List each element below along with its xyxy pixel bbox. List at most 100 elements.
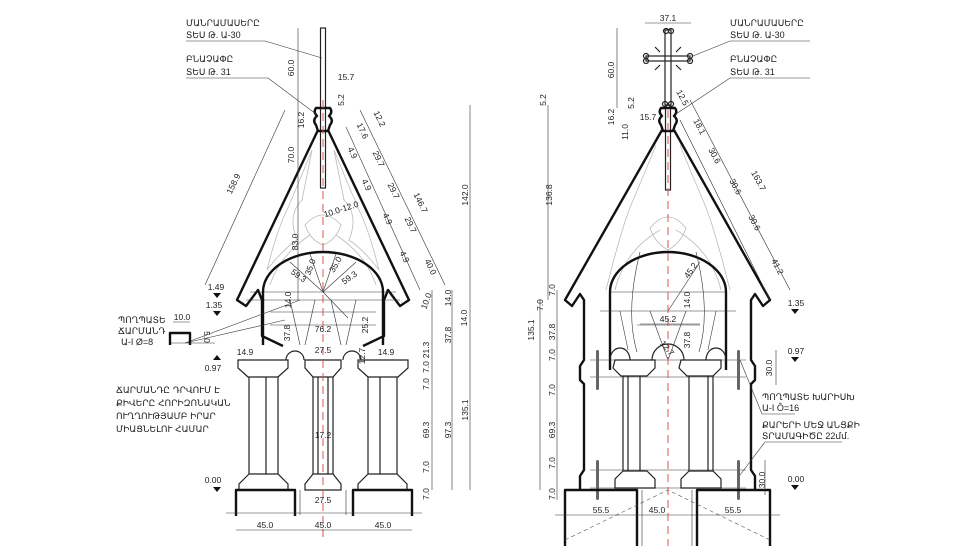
- note-line: ՃԱՐՄԱՆԴԸ ԴՐՎՈՒՄ Է: [116, 386, 220, 396]
- dim-label: 12.7: [357, 347, 367, 364]
- dim-label: 4.9: [346, 145, 360, 160]
- dim-label: 0.97: [788, 346, 805, 356]
- dim-label: 4.9: [360, 177, 374, 192]
- dim-label: 14.9: [237, 347, 254, 357]
- dim-label: 10.0: [419, 291, 434, 310]
- note-line: ՄԻԱՑՆԵԼՈՒ ՀԱՄԱՐ: [116, 425, 209, 435]
- callout-line: ՊՈՂՊԱՏԵ ԽԱՐԻՍԽ: [762, 392, 855, 402]
- plinth: [563, 488, 772, 546]
- dim-label: 163.7: [749, 169, 768, 193]
- note-line: ՔԻՎԵՐԸ ՀՈՐԻԶՈՆԱԿԱՆ: [116, 399, 231, 409]
- dim-label: 10.0-12.0: [322, 199, 360, 220]
- dim-label: 0.00: [788, 474, 805, 484]
- dim-label: 7.0: [421, 361, 431, 373]
- dim-label: 69.3: [547, 421, 557, 438]
- dim-label: 15.7: [338, 72, 355, 82]
- dim-label: 60.0: [286, 59, 296, 76]
- dim-label: 14.0: [682, 291, 692, 308]
- dim-label: 37.8: [282, 324, 292, 341]
- dim-label: 16.2: [606, 108, 616, 125]
- left-elevation: ՄԱՆՐԱՄԱՍԵՐԸ ՏԵՍ Թ. Ա-30 ԲՆԱՉԱՓԸ ՏԵՍ Թ. 3…: [116, 18, 471, 540]
- dim-label: 4.9: [381, 211, 395, 226]
- dim-label: 1.35: [788, 298, 805, 308]
- note-line: ՈՒՂՂՈՒԹՅԱՄԲ ԻՐԱՐ: [116, 412, 216, 422]
- dim-label: 0.97: [205, 363, 222, 373]
- callout-line: Ա-I Ô=16: [762, 403, 799, 413]
- dim-label: 29.7: [371, 149, 387, 168]
- dim-label: 37.8: [443, 326, 453, 343]
- column-right: [678, 359, 722, 489]
- dim-label: 7.0: [547, 488, 557, 500]
- dim-label: 7.0: [547, 349, 557, 361]
- dim-label: 97.3: [443, 421, 453, 438]
- column-middle: [304, 359, 342, 491]
- arch-construction-lines: [170, 253, 376, 346]
- dim-label: 41.2: [769, 257, 786, 277]
- dim-label: 7.0: [535, 299, 545, 311]
- callout-bracket: ՊՈՂՊԱՏԵ ՃԱՐՄԱՆԴ Ա-I Ø=8: [118, 315, 166, 347]
- dim-label: 37.8: [547, 323, 557, 340]
- dim-label: 12.7: [658, 339, 676, 358]
- callout-hole: ՔԱՐԵՐԻ ՄԵՋ ԱՆՑՔԻ ՏՐԱՄԱԳԻԾԸ 22մմ.: [739, 420, 860, 476]
- callout-title: ԲՆԱՉԱՓԸ: [186, 54, 233, 64]
- dim-label: 55.5: [593, 505, 610, 515]
- plinth: [234, 488, 414, 516]
- dim-label: 12.5: [674, 88, 691, 108]
- dim-label: 1.49: [208, 282, 225, 292]
- roof-ornament: [266, 149, 380, 286]
- dim-label: 16.2: [296, 111, 306, 128]
- dim-label: 10.0: [174, 312, 191, 322]
- dim-label: 5.0: [202, 331, 212, 343]
- column-left: [612, 359, 656, 489]
- dim-label: 29.7: [386, 181, 402, 200]
- dim-label: 37.1: [660, 13, 677, 23]
- dim-label: 25.2: [360, 316, 370, 333]
- dim-label: 7.0: [547, 384, 557, 396]
- dim-label: 45.0: [315, 520, 332, 530]
- dim-label: 11.0: [620, 124, 630, 140]
- dim-label: 27.5: [315, 495, 332, 505]
- dim-label: 17.2: [315, 430, 332, 440]
- dim-label: 135.1: [526, 319, 536, 341]
- dim-label: 14.0: [283, 291, 293, 308]
- callout-ref: ՏԵՍ Թ. 31: [186, 67, 231, 77]
- callout-ref: ՏԵՍ Թ. Ա-30: [186, 30, 241, 40]
- callout-line: ՔԱՐԵՐԻ ՄԵՋ ԱՆՑՔԻ: [762, 420, 860, 430]
- dimension-lines: [539, 22, 791, 500]
- roof: [563, 129, 772, 490]
- dim-label: 14.9: [378, 347, 395, 357]
- dim-label: 14.0: [459, 309, 469, 326]
- callout-line: ՃԱՐՄԱՆԴ: [118, 326, 166, 336]
- dim-label: 18.1: [691, 117, 708, 137]
- dim-label: 30.6: [746, 213, 763, 233]
- dim-label: 135.1: [460, 399, 470, 421]
- dim-label: 7.0: [421, 378, 431, 390]
- dim-label: 27.5: [315, 345, 332, 355]
- dim-label: 45.0: [649, 505, 666, 515]
- bracket-note: ՃԱՐՄԱՆԴԸ ԴՐՎՈՒՄ Է ՔԻՎԵՐԸ ՀՈՐԻԶՈՆԱԿԱՆ ՈՒՂ…: [116, 386, 231, 435]
- callout-ref: ՏԵՍ Թ. Ա-30: [730, 30, 785, 40]
- dim-label: 30.6: [706, 146, 723, 166]
- dim-label: 45.2: [682, 260, 700, 280]
- dim-label: 5.2: [626, 97, 636, 109]
- dim-label: 30.0: [757, 471, 767, 488]
- dim-label: 146.7: [412, 191, 430, 215]
- dim-label: 30.6: [727, 177, 744, 197]
- right-elevation: ՄԱՆՐԱՄԱՍԵՐԸ ՏԵՍ Թ. Ա-30 ԲՆԱՉԱՓԸ ՏԵՍ Թ. 3…: [526, 13, 860, 546]
- dim-label: 21.3: [421, 341, 431, 358]
- dim-label: 14.0: [443, 289, 453, 306]
- dim-label: 70.0: [286, 146, 296, 163]
- callout-title: ԲՆԱՉԱՓԸ: [730, 54, 777, 64]
- level-markers: [213, 293, 221, 492]
- dim-label: 59.3: [340, 269, 360, 287]
- callout-line: ՏՐԱՄԱԳԻԾԸ 22մմ.: [762, 431, 849, 441]
- dim-label: 7.0: [421, 488, 431, 500]
- dim-label: 40.0: [423, 257, 439, 276]
- dim-label: 7.0: [547, 457, 557, 469]
- dimension-lines: [173, 28, 471, 531]
- callout-template: ԲՆԱՉԱՓԸ ՏԵՍ Թ. 31: [186, 54, 317, 115]
- dim-label: 0.00: [205, 475, 222, 485]
- dim-label: 45.2: [660, 314, 677, 324]
- dim-label: 7.0: [547, 284, 557, 296]
- dim-label: 5.2: [336, 94, 346, 106]
